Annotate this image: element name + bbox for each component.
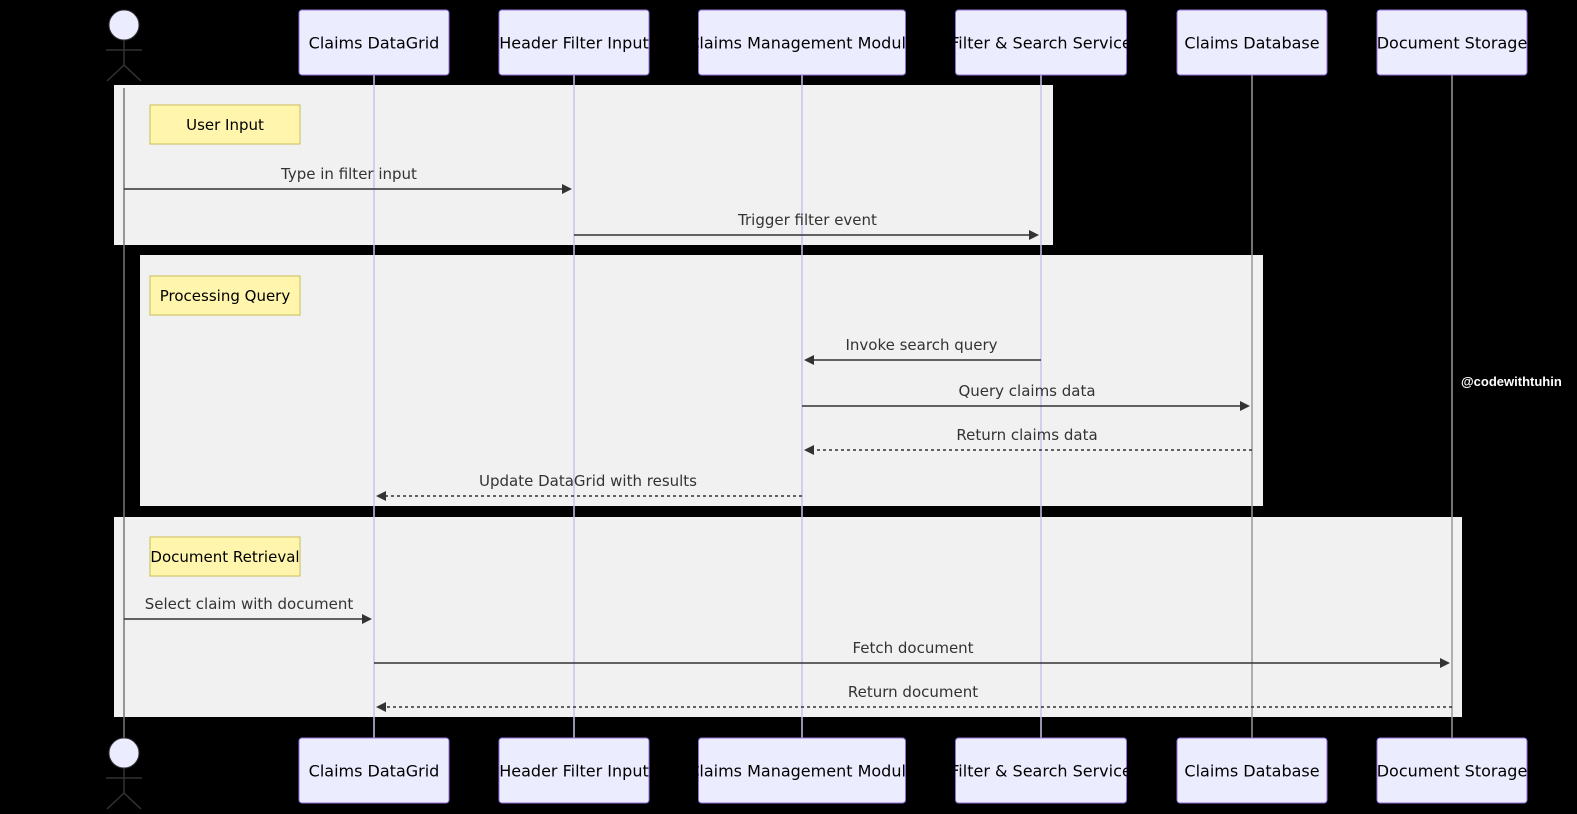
- participant-docs-bottom-label: Document Storage: [1377, 762, 1528, 781]
- participant-datagrid-top: Claims DataGrid: [298, 9, 450, 76]
- participant-fss-top-label: Filter & Search Service: [950, 34, 1131, 53]
- group-document-retrieval: [114, 517, 1462, 717]
- message-4-arrowhead: [1240, 401, 1250, 411]
- message-3-arrowhead: [804, 355, 814, 365]
- actor-user-bottom-icon: [106, 737, 142, 810]
- note-processing-query-label: Processing Query: [160, 287, 291, 305]
- group-processing-query: [140, 255, 1263, 506]
- note-user-input-label: User Input: [186, 116, 264, 134]
- participant-fss-top: Filter & Search Service: [950, 9, 1132, 76]
- message-2: Trigger filter event: [574, 211, 1039, 240]
- message-1: Type in filter input: [124, 165, 572, 194]
- note-document-retrieval: Document Retrieval: [149, 536, 301, 577]
- participant-filter-input-bottom: Header Filter Input: [498, 737, 650, 804]
- participant-docs-top-label: Document Storage: [1377, 34, 1528, 53]
- participant-fss-bottom-label: Filter & Search Service: [950, 762, 1131, 781]
- participant-filter-input-top: Header Filter Input: [498, 9, 650, 76]
- participant-datagrid-top-label: Claims DataGrid: [309, 34, 440, 53]
- note-document-retrieval-label: Document Retrieval: [150, 548, 299, 566]
- participant-cmm-bottom: Claims Management Module: [688, 737, 916, 804]
- watermark-text: @codewithtuhin: [1461, 374, 1562, 389]
- message-8: Fetch document: [374, 639, 1450, 668]
- participant-cmm-bottom-label: Claims Management Module: [688, 762, 916, 781]
- message-7: Select claim with document: [124, 595, 372, 624]
- participant-cmm-top: Claims Management Module: [688, 9, 916, 76]
- message-6-arrowhead: [376, 491, 386, 501]
- participant-db-top-label: Claims Database: [1184, 34, 1319, 53]
- participant-db-bottom-label: Claims Database: [1184, 762, 1319, 781]
- message-9: Return document: [376, 683, 1452, 712]
- participant-datagrid-bottom-label: Claims DataGrid: [309, 762, 440, 781]
- message-7-label: Select claim with document: [145, 595, 354, 613]
- actor-user-top-icon: [106, 9, 142, 82]
- message-8-arrowhead: [1440, 658, 1450, 668]
- participant-db-bottom: Claims Database: [1176, 737, 1328, 804]
- message-2-label: Trigger filter event: [737, 211, 877, 229]
- participant-datagrid-bottom: Claims DataGrid: [298, 737, 450, 804]
- note-processing-query: Processing Query: [149, 275, 301, 316]
- message-9-arrowhead: [376, 702, 386, 712]
- message-5: Return claims data: [804, 426, 1252, 455]
- participant-docs-top: Document Storage: [1376, 9, 1528, 76]
- participant-filter-input-bottom-label: Header Filter Input: [499, 762, 648, 781]
- message-3: Invoke search query: [804, 336, 1041, 365]
- participant-docs-bottom: Document Storage: [1376, 737, 1528, 804]
- message-8-label: Fetch document: [852, 639, 973, 657]
- participant-cmm-top-label: Claims Management Module: [688, 34, 916, 53]
- message-4: Query claims data: [802, 382, 1250, 411]
- message-5-arrowhead: [804, 445, 814, 455]
- message-1-label: Type in filter input: [280, 165, 417, 183]
- participant-fss-bottom: Filter & Search Service: [950, 737, 1132, 804]
- message-2-arrowhead: [1029, 230, 1039, 240]
- message-7-arrowhead: [362, 614, 372, 624]
- message-5-label: Return claims data: [956, 426, 1097, 444]
- message-6: Update DataGrid with results: [376, 472, 802, 501]
- message-3-label: Invoke search query: [845, 336, 997, 354]
- message-4-label: Query claims data: [958, 382, 1095, 400]
- message-9-label: Return document: [848, 683, 978, 701]
- message-6-label: Update DataGrid with results: [479, 472, 697, 490]
- participant-filter-input-top-label: Header Filter Input: [499, 34, 648, 53]
- message-1-arrowhead: [562, 184, 572, 194]
- note-user-input: User Input: [149, 104, 301, 145]
- participant-db-top: Claims Database: [1176, 9, 1328, 76]
